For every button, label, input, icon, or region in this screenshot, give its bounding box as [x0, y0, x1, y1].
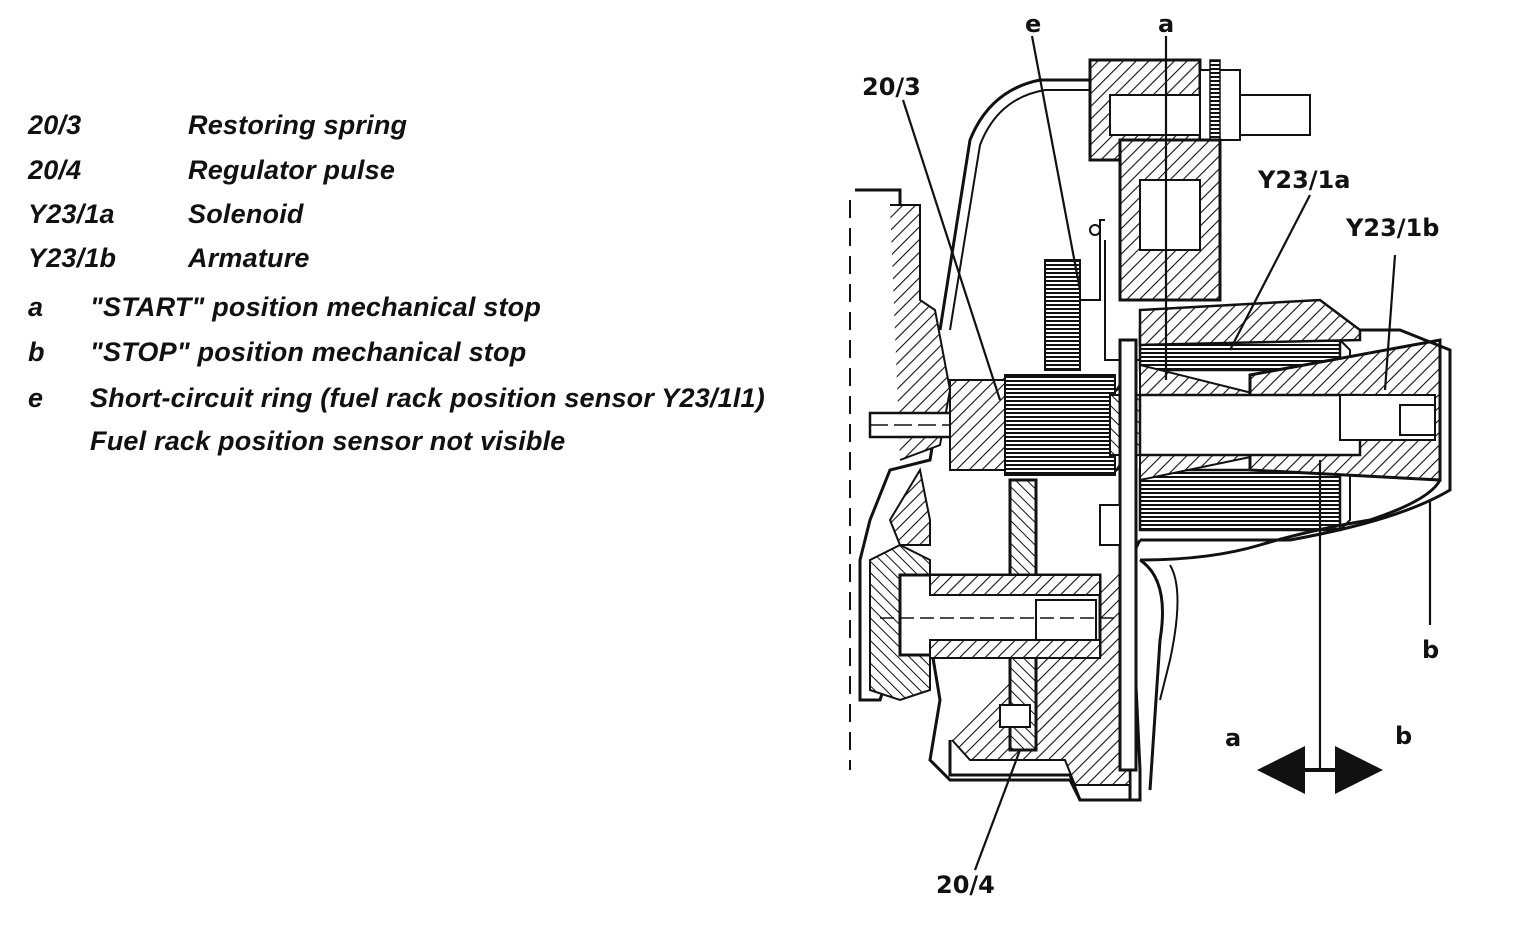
callout-20-4: 20/4 [936, 871, 995, 899]
connector-pin [1239, 94, 1311, 136]
center-plate [1118, 338, 1138, 772]
legend-code: b [28, 337, 45, 367]
legend-description: "STOP" position mechanical stop [90, 337, 527, 367]
callout-arrow-a: a [1225, 724, 1241, 752]
callout-e: e [1025, 10, 1041, 38]
legend-description: Restoring spring [188, 110, 408, 140]
cross-section-drawing: e a 20/3 Y23/1a Y23/1b b a b 20/4 [849, 10, 1452, 899]
armature-assembly [1138, 338, 1442, 482]
right-cover-outline [1140, 328, 1452, 542]
legend-description: Solenoid [188, 199, 304, 229]
callout-a-top: a [1158, 10, 1174, 38]
actuator-cross-section-diagram: e a 20/3 Y23/1a Y23/1b b a b 20/4 [840, 0, 1520, 928]
callout-y23-1b: Y23/1b [1345, 214, 1439, 242]
solenoid-assembly [1138, 298, 1362, 532]
column-bore [1139, 179, 1201, 251]
leader-lines [901, 35, 1432, 871]
legend: 20/3 Restoring spring 20/4 Regulator pul… [28, 0, 848, 500]
legend-description: "START" position mechanical stop [90, 292, 542, 322]
legend-code: e [28, 383, 44, 413]
legend-code: Y23/1a [28, 199, 115, 229]
legend-description: Regulator pulse [188, 155, 396, 185]
legend-code: a [28, 292, 44, 322]
legend-description: Armature [188, 243, 310, 273]
restoring-spring [998, 374, 1122, 476]
upper-bolt-seat [1109, 94, 1211, 136]
legend-code: 20/4 [28, 155, 82, 185]
legend-description: Short-circuit ring (fuel rack position s… [90, 383, 765, 413]
callout-b-right: b [1422, 636, 1439, 664]
spring-seat [949, 379, 1006, 471]
callout-arrow-b: b [1395, 722, 1412, 750]
legend-code: Y23/1b [28, 243, 117, 273]
callout-y23-1a: Y23/1a [1257, 166, 1350, 194]
short-circuit-ring [1044, 259, 1081, 371]
shaft-nut [1035, 599, 1097, 641]
legend-code: 20/3 [28, 110, 82, 140]
legend-description: Fuel rack position sensor not visible [90, 426, 566, 456]
callout-20-3: 20/3 [862, 73, 921, 101]
left-casting-wall [890, 204, 952, 461]
